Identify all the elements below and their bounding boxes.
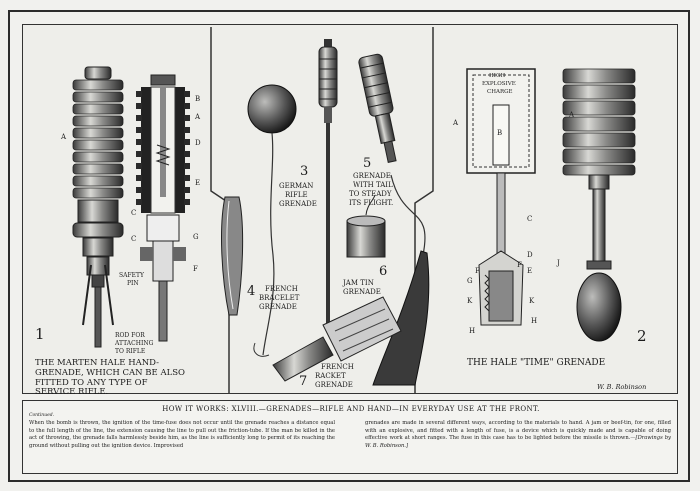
right-number: 2 (637, 327, 647, 345)
item-7-line-1: FRENCH (321, 363, 354, 371)
right-label-b: B (497, 129, 502, 137)
artist-signature: W. B. Robinson (597, 383, 646, 391)
item-4-number: 4 (247, 284, 255, 299)
german-rifle-grenade (318, 39, 338, 323)
right-label-f1: F (475, 267, 480, 275)
item-5-line-4: ITS FLIGHT. (349, 199, 393, 207)
caption-credit: —[Drawings by W. B. Robinson.] (365, 435, 671, 449)
charge-label-3: CHARGE (487, 89, 513, 95)
item-4-line-2: BRACELET (259, 294, 300, 302)
left-label-d: D (195, 139, 201, 147)
item-6-line-2: GRENADE (343, 288, 381, 296)
right-label-e: E (527, 267, 532, 275)
item-3-line-1: GERMAN (279, 182, 313, 190)
caption-box: HOW IT WORKS: XLVIII.—GRENADES—RIFLE AND… (22, 400, 678, 474)
left-label-rod-3: TO RIFLE (115, 348, 145, 355)
item-3-number: 3 (300, 164, 308, 179)
caption-continued: Continued. (29, 413, 55, 418)
racket-grenade (272, 296, 402, 382)
caption-text-right: grenades are made in several different w… (365, 420, 671, 450)
item-3-line-3: GRENADE (279, 200, 317, 208)
left-label-pin: PIN (127, 280, 139, 287)
left-label-safety: SAFETY (119, 272, 145, 279)
left-label-f: F (193, 265, 198, 273)
caption-text-left: When the bomb is thrown, the ignition of… (29, 420, 335, 449)
illustration-svg: A B A D C E C G F SAFETY PIN ROD FOR ATT… (35, 27, 647, 397)
outer-frame (8, 10, 690, 482)
left-label-c1: C (131, 209, 136, 217)
left-label-rod-2: ATTACHING (114, 340, 154, 347)
caption-text-right-body: grenades are made in several different w… (365, 420, 671, 442)
right-label-h1: H (469, 327, 475, 335)
hale-time-grenade-section (466, 68, 536, 326)
right-label-a1: A (452, 119, 459, 127)
charge-label-2: EXPLOSIVE (482, 81, 516, 87)
left-caption-3: FITTED TO ANY TYPE OF (35, 378, 148, 388)
left-label-c2: C (131, 235, 136, 243)
left-caption-2: GRENADE, WHICH CAN BE ALSO (35, 368, 185, 378)
jam-tin-grenade (346, 194, 386, 258)
item-5-number: 5 (363, 156, 371, 171)
illustration-frame: A B A D C E C G F SAFETY PIN ROD FOR ATT… (22, 24, 678, 397)
left-label-e: E (195, 179, 200, 187)
left-caption-4: SERVICE RIFLE. (35, 387, 108, 395)
item-7-line-2: RACKET (315, 372, 346, 380)
caption-title: HOW IT WORKS: XLVIII.—GRENADES—RIFLE AND… (162, 405, 540, 413)
right-label-j: J (556, 259, 560, 267)
right-label-h2: H (531, 317, 537, 325)
item-5-line-1: GRENADE (353, 172, 391, 180)
right-label-k1: K (467, 297, 473, 305)
item-6-line-1: JAM TIN (342, 279, 374, 287)
item-7-line-3: GRENADE (315, 381, 353, 389)
item-7-number: 7 (299, 374, 307, 389)
right-label-k2: K (529, 297, 535, 305)
item-6-number: 6 (379, 264, 387, 279)
left-label-g: G (193, 233, 199, 241)
left-caption-1: THE MARTEN HALE HAND- (35, 358, 159, 368)
item-5-line-3: TO STEADY (349, 190, 392, 198)
charge-label-1: HIGH (489, 73, 505, 79)
right-label-g: G (467, 277, 473, 285)
tail-grenade (358, 53, 430, 386)
item-4-line-3: GRENADE (259, 303, 297, 311)
left-number: 1 (35, 325, 45, 343)
item-3-line-2: RIFLE (285, 191, 308, 199)
left-label-a2: A (194, 113, 201, 121)
ball-grenade (247, 84, 297, 357)
marten-hale-grenade-section (136, 74, 190, 342)
right-label-d: D (527, 251, 533, 259)
right-caption: THE HALE "TIME" GRENADE (467, 358, 605, 368)
marten-hale-grenade-exterior (72, 66, 124, 348)
right-label-c: C (527, 215, 532, 223)
left-label-rod-1: ROD FOR (115, 332, 145, 339)
left-label-a1: A (60, 133, 67, 141)
right-label-f2: F (517, 261, 522, 269)
right-label-a2: A (568, 111, 575, 119)
left-label-b: B (195, 95, 200, 103)
hale-time-grenade-exterior (562, 68, 636, 342)
bracelet-grenade (221, 196, 244, 316)
item-4-line-1: FRENCH (265, 285, 298, 293)
item-5-line-2: WITH TAIL (353, 181, 393, 189)
